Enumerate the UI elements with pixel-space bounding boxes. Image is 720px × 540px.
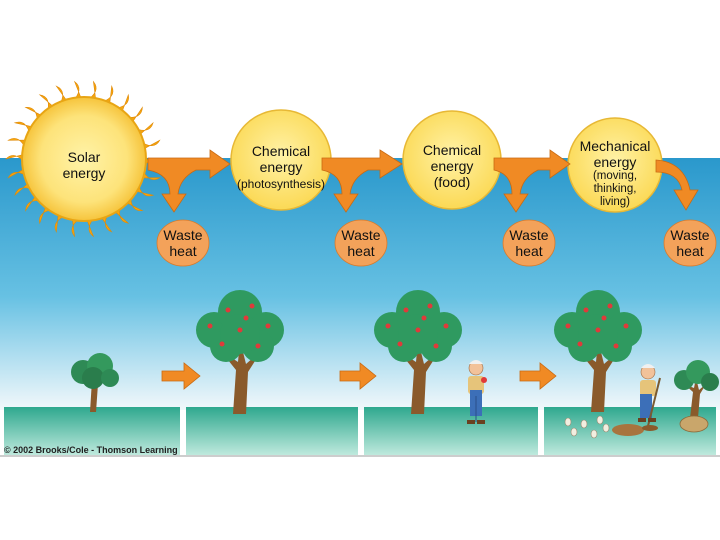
stage-line: energy [430,158,474,175]
waste-heat-line: Waste [509,227,549,243]
waste-heat-line: Waste [163,227,203,243]
apple-cores-icon [564,415,610,439]
stage-line: Mechanical [579,138,651,154]
stage-line: energy [62,165,106,182]
waste-heat-line: Waste [341,227,381,243]
waste-heat-line: heat [169,243,197,260]
apple-tree-icon-2 [374,290,462,414]
waste-heat-line: heat [676,243,704,260]
stage-line: Solar [67,149,101,165]
sun-icon [5,80,163,238]
waste-heat-label-4: Waste heat [660,227,720,259]
stage-label-mechanical: Mechanical energy (moving, thinking, liv… [567,138,663,209]
ground-arrows [161,362,557,390]
flow-arrow-3 [493,149,571,213]
waste-heat-label-3: Waste heat [499,227,559,259]
man-eating-icon [467,360,487,424]
stage-line: energy [259,159,303,176]
flow-arrow-1 [147,149,231,213]
waste-heat-label-1: Waste heat [153,227,213,259]
sapling-tree-icon [71,353,119,412]
man-digging-icon [612,364,661,436]
stage-line: Chemical [422,142,482,158]
apple-tree-icon-3 [554,290,642,412]
stage-label-solar: Solar energy [48,149,120,181]
waste-heat-blobs [156,219,717,267]
flow-arrow-4 [655,159,699,211]
small-tree-icon [674,360,719,433]
waste-heat-label-2: Waste heat [331,227,391,259]
waste-heat-line: Waste [670,227,710,243]
stage-sub: (moving, thinking, living) [592,170,638,208]
stage-line: (food) [433,174,471,191]
waste-heat-line: heat [515,243,543,260]
stage-line: Chemical [251,143,311,159]
stage-label-chemical-food: Chemical energy (food) [402,142,502,190]
flow-arrow-2 [321,149,403,213]
stage-label-chemical-photosynthesis: Chemical energy (photosynthesis) [226,143,336,192]
stage-sub: (photosynthesis) [236,177,326,192]
copyright-notice: © 2002 Brooks/Cole - Thomson Learning [4,445,178,455]
waste-heat-line: heat [347,243,375,260]
apple-tree-icon-1 [196,290,284,414]
stage-line: energy [593,154,637,171]
